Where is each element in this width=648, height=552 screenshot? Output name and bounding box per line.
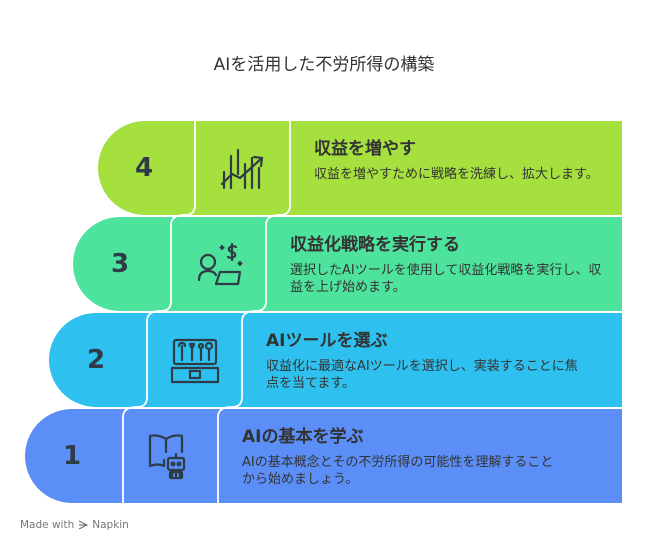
robot-book-icon [146, 432, 196, 482]
step-description-3: 選択したAIツールを使用して収益化戦略を実行し、収益を上げ始めます。 [290, 263, 602, 295]
step-band-1 [25, 409, 622, 503]
toolbox-icon [170, 336, 220, 386]
divider-lines [122, 121, 291, 503]
step-description-4: 収益を増やすために戦略を洗練し、拡大します。 [314, 167, 599, 182]
napkin-logo-icon [78, 520, 89, 530]
step-band-4 [98, 121, 622, 215]
growth-chart-icon [218, 144, 268, 194]
step-number-4: 4 [134, 153, 154, 183]
step-number-1: 1 [62, 441, 82, 471]
made-with-napkin[interactable]: Made with Napkin [20, 519, 129, 531]
step-title-1: AIの基本を学ぶ [242, 427, 364, 447]
step-description-1: AIの基本概念とその不労所得の可能性を理解することから始めましょう。 [242, 455, 554, 487]
step-title-3: 収益化戦略を実行する [290, 235, 460, 255]
napkin-brand-label: Napkin [92, 519, 129, 531]
step-title-2: AIツールを選ぶ [266, 331, 388, 351]
step-number-2: 2 [86, 345, 106, 375]
money-laptop-icon [194, 240, 244, 290]
step-title-4: 収益を増やす [314, 139, 416, 159]
made-with-label: Made with [20, 519, 75, 531]
step-number-3: 3 [110, 249, 130, 279]
step-description-2: 収益化に最適なAIツールを選択し、実装することに焦点を当てます。 [266, 359, 578, 391]
step-band-2 [49, 313, 622, 407]
step-band-3 [73, 217, 622, 311]
diagram-title: AIを活用した不労所得の構築 [213, 55, 435, 75]
